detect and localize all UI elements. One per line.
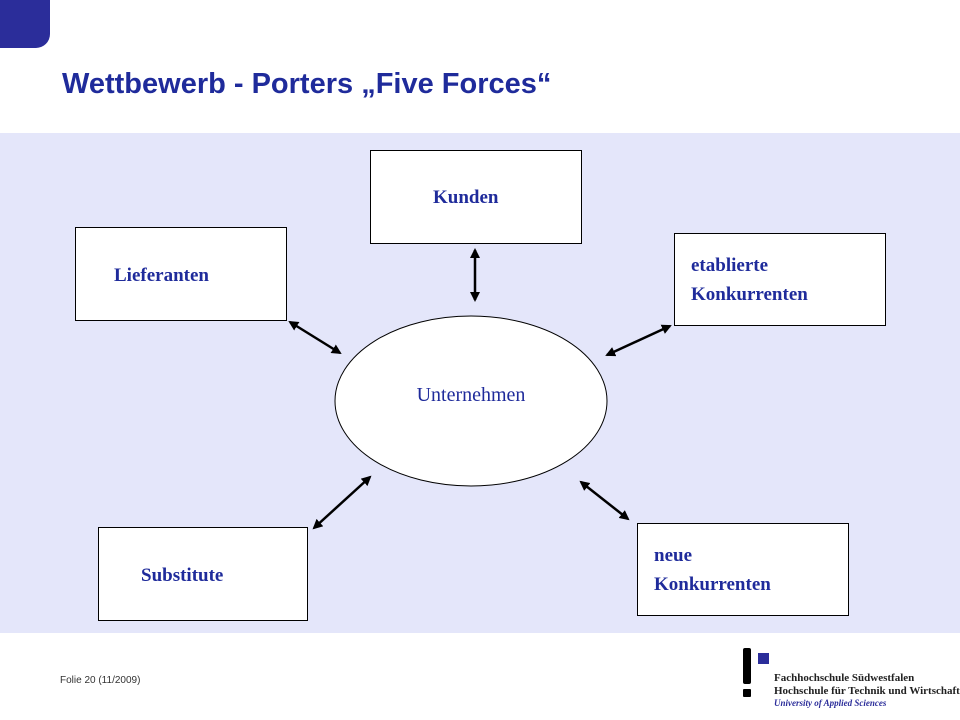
slide-title: Wettbewerb - Porters „Five Forces“ [62, 68, 552, 100]
slide-footer: Folie 20 (11/2009) [60, 675, 141, 686]
logo-line2: Hochschule für Technik und Wirtschaft [774, 685, 960, 697]
arrow-neue [579, 480, 630, 521]
arrow-lieferanten [288, 320, 342, 355]
box-substitute: Substitute [98, 527, 308, 621]
corner-tab [0, 0, 50, 48]
university-logo: Fachhochschule Südwestfalen Hochschule f… [740, 645, 960, 715]
label-etablierte-line1: etablierte [691, 255, 769, 276]
box-kunden: Kunden [370, 150, 582, 244]
label-lieferanten: Lieferanten [114, 265, 209, 286]
arrow-etablierte [605, 324, 672, 357]
box-etablierte-konkurrenten: etablierte Konkurrenten [674, 233, 886, 326]
logo-square-icon [758, 653, 769, 664]
label-neue-line1: neue [654, 545, 692, 566]
label-neue-line2: Konkurrenten [654, 574, 771, 595]
box-neue-konkurrenten: neue Konkurrenten [637, 523, 849, 616]
logo-exclamation-dot [743, 689, 751, 697]
box-lieferanten: Lieferanten [75, 227, 287, 321]
arrow-substitute [312, 475, 372, 530]
logo-line1: Fachhochschule Südwestfalen [774, 672, 915, 684]
logo-exclamation-icon [743, 648, 751, 684]
logo-line3: University of Applied Sciences [774, 698, 887, 708]
label-kunden: Kunden [433, 187, 499, 208]
label-substitute: Substitute [141, 565, 224, 586]
company-label: Unternehmen [416, 384, 526, 406]
label-etablierte-line2: Konkurrenten [691, 284, 808, 305]
company-ellipse [334, 315, 608, 487]
